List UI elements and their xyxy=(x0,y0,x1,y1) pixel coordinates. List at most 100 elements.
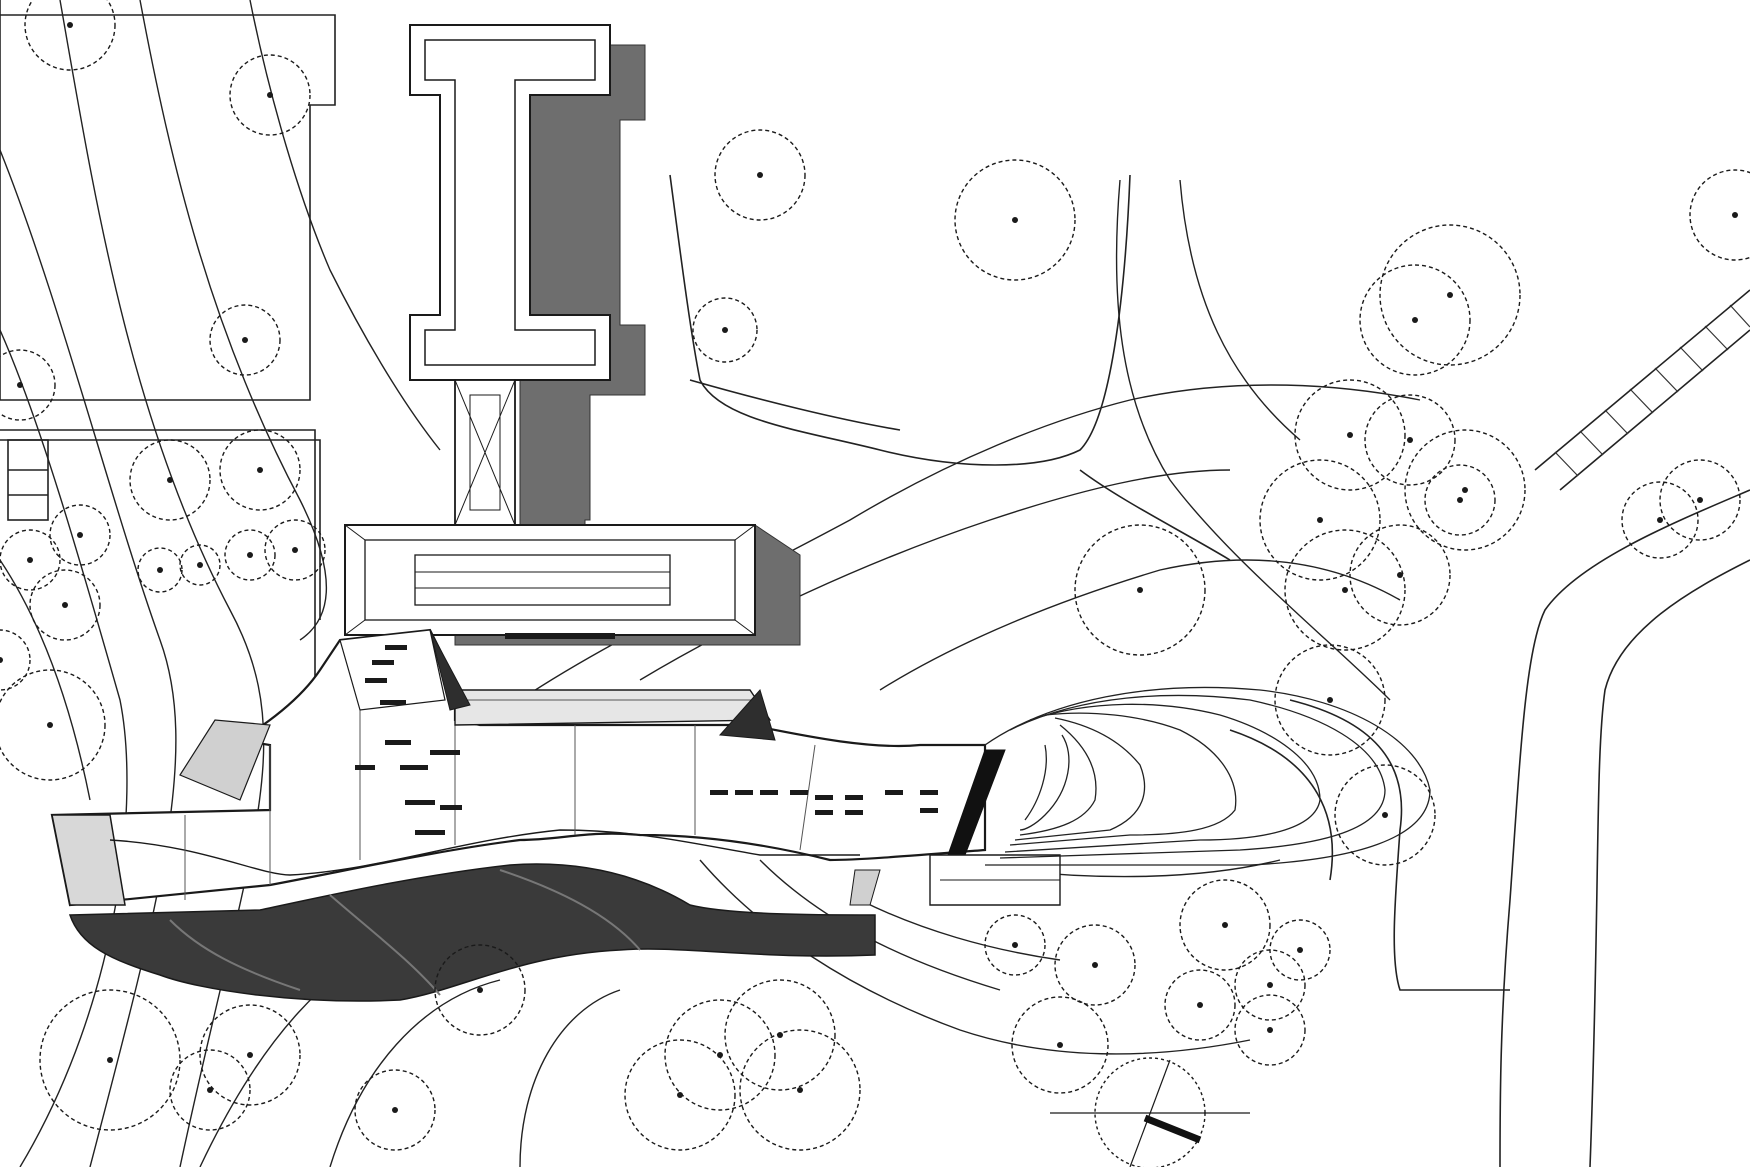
tree-canopy-icon xyxy=(1054,924,1136,1006)
tree-canopy-icon xyxy=(0,629,31,691)
tree-trunk-mark xyxy=(1447,292,1453,298)
tree-trunk-mark xyxy=(477,987,483,993)
tree-canopy-icon xyxy=(1621,481,1699,559)
tree-trunk-mark xyxy=(1457,497,1463,503)
tree-trunk-mark xyxy=(1057,1042,1063,1048)
tree-trunk-mark xyxy=(1222,922,1228,928)
tree-canopy-icon xyxy=(354,1069,436,1151)
tree-canopy-icon xyxy=(1259,459,1381,581)
tree-trunk-mark xyxy=(757,172,763,178)
tree-trunk-mark xyxy=(1397,572,1403,578)
tree-trunk-mark xyxy=(1137,587,1143,593)
tree-trunk-mark xyxy=(1092,962,1098,968)
tree-trunk-mark xyxy=(1407,437,1413,443)
tree-canopy-icon xyxy=(1424,464,1496,536)
stair-hatching xyxy=(1554,304,1750,477)
tree-trunk-mark xyxy=(1342,587,1348,593)
tree-trunk-mark xyxy=(257,467,263,473)
tree-trunk-mark xyxy=(1297,947,1303,953)
tree-trunk-mark xyxy=(1412,317,1418,323)
tree-canopy-icon xyxy=(1404,429,1526,551)
tree-trunk-mark xyxy=(1347,432,1353,438)
tree-canopy-icon xyxy=(692,297,758,363)
tree-trunk-mark xyxy=(247,1052,253,1058)
tree-canopy-icon xyxy=(209,304,281,376)
tree-canopy-icon xyxy=(229,54,311,136)
tree-trunk-mark xyxy=(797,1087,803,1093)
tree-canopy-icon xyxy=(1164,969,1236,1041)
tree-trunk-mark xyxy=(677,1092,683,1098)
tree-trunk-mark xyxy=(107,1057,113,1063)
tree-trunk-mark xyxy=(392,1107,398,1113)
tree-trunk-mark xyxy=(1382,812,1388,818)
tree-canopy-icon xyxy=(29,569,101,641)
tree-trunk-mark xyxy=(1267,1027,1273,1033)
tree-trunk-mark xyxy=(242,337,248,343)
tree-canopy-icon xyxy=(169,1049,251,1131)
tree-canopy-icon xyxy=(49,504,111,566)
tree-trunk-mark xyxy=(247,552,253,558)
tree-canopy-icon xyxy=(1349,524,1451,626)
tree-trunk-mark xyxy=(207,1087,213,1093)
tree-canopy-icon xyxy=(1269,919,1331,981)
tree-canopy-icon xyxy=(199,1004,301,1106)
tree-trunk-mark xyxy=(17,382,23,388)
tree-trunk-mark xyxy=(67,22,73,28)
tree-canopy-icon xyxy=(724,979,836,1091)
tree-trunk-mark xyxy=(292,547,298,553)
tree-trunk-mark xyxy=(1012,942,1018,948)
tree-canopy-icon xyxy=(179,544,221,586)
tree-canopy-icon xyxy=(1359,264,1471,376)
tree-canopy-icon xyxy=(0,349,56,421)
tree-canopy-icon xyxy=(24,0,116,71)
tree-trunk-mark xyxy=(47,722,53,728)
tree-canopy-icon xyxy=(1689,169,1750,261)
tree-canopy-icon xyxy=(1074,524,1206,656)
tree-canopy-icon xyxy=(264,519,326,581)
existing-building xyxy=(344,24,801,646)
tree-canopy-icon xyxy=(954,159,1076,281)
tree-trunk-mark xyxy=(267,92,273,98)
tree-canopy-icon xyxy=(1234,994,1306,1066)
tree-canopy-icon xyxy=(984,914,1046,976)
tree-canopy-icon xyxy=(714,129,806,221)
tree-canopy-icon xyxy=(1364,394,1456,486)
tree-canopy-icon xyxy=(224,529,276,581)
tree-trunk-mark xyxy=(27,557,33,563)
tree-trunk-mark xyxy=(157,567,163,573)
tree-canopy-icon xyxy=(129,439,211,521)
tree-trunk-mark xyxy=(1732,212,1738,218)
tree-canopy-icon xyxy=(664,999,776,1111)
tree-canopy-icon xyxy=(739,1029,861,1151)
tree-canopy-icon xyxy=(1011,996,1109,1094)
tree-canopy-icon xyxy=(1284,529,1406,651)
tree-canopy-icon xyxy=(39,989,181,1131)
plaza-outline xyxy=(0,14,336,620)
tree-trunk-mark xyxy=(0,657,3,663)
tree-trunk-mark xyxy=(1012,217,1018,223)
tree-trunk-mark xyxy=(1197,1002,1203,1008)
tree-trunk-mark xyxy=(77,532,83,538)
tree-trunk-mark xyxy=(1317,517,1323,523)
tree-canopy-icon xyxy=(1379,224,1521,366)
tree-canopy-icon xyxy=(1659,459,1741,541)
tree-canopy-icon xyxy=(1334,764,1436,866)
tree-canopy-icon xyxy=(1294,379,1406,491)
new-building xyxy=(50,628,1061,1002)
tree-trunk-mark xyxy=(167,477,173,483)
tree-trunk-mark xyxy=(1462,487,1468,493)
tree-trunk-mark xyxy=(1327,697,1333,703)
tree-trunk-mark xyxy=(62,602,68,608)
tree-canopy-icon xyxy=(137,547,183,593)
north-arrow-icon xyxy=(1050,1057,1250,1169)
tree-trunk-mark xyxy=(722,327,728,333)
landform-contours xyxy=(984,686,1431,866)
contour-lines xyxy=(0,0,1421,1168)
tree-trunk-mark xyxy=(197,562,203,568)
tree-trunk-mark xyxy=(1697,497,1703,503)
interior-marks xyxy=(355,633,938,835)
tree-canopy-icon xyxy=(624,1039,736,1151)
